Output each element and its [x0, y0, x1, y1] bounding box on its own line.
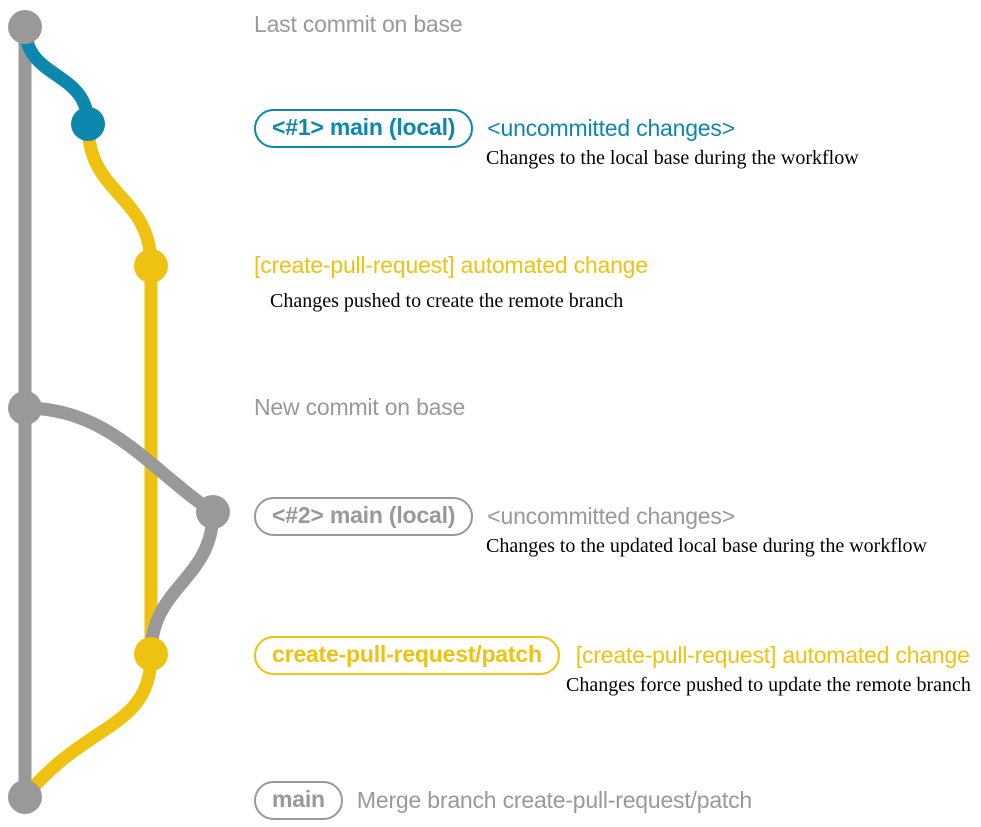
commit-description: Changes pushed to create the remote bran…	[270, 290, 624, 312]
edge-local-2-to-remote-2	[144, 505, 220, 661]
commit-headline: <#1> main (local) <uncommitted changes>	[254, 109, 735, 148]
ref-badge-main[interactable]: main	[254, 781, 343, 820]
commit-subject: [create-pull-request] automated change	[254, 252, 648, 278]
ref-badge-create-pull-request-patch[interactable]: create-pull-request/patch	[254, 636, 560, 675]
edge-base-to-local-1	[18, 20, 95, 131]
commit-description: Changes to the local base during the wor…	[486, 147, 859, 169]
commit-subject: <uncommitted changes>	[487, 115, 735, 141]
commit-headline: New commit on base	[254, 396, 465, 419]
commit-subject: [create-pull-request] automated change	[575, 642, 970, 668]
commit-subject: New commit on base	[254, 394, 466, 420]
edge-remote-2-to-merge	[18, 647, 158, 804]
ref-badge-main-local-1[interactable]: <#1> main (local)	[254, 109, 474, 148]
commit-description: Changes to the updated local base during…	[486, 535, 927, 557]
node-merge-commit[interactable]	[8, 780, 42, 814]
node-last-commit-on-base[interactable]	[8, 10, 42, 44]
commit-headline: main Merge branch create-pull-request/pa…	[254, 781, 752, 820]
commit-headline: Last commit on base	[254, 11, 463, 37]
commit-row-merge-commit: main Merge branch create-pull-request/pa…	[254, 781, 752, 820]
commit-row-automated-change-1: [create-pull-request] automated change	[254, 254, 648, 277]
commit-subject: Last commit on base	[254, 11, 463, 37]
node-local-uncommitted-2[interactable]	[196, 495, 230, 529]
edge-base-to-local-2	[18, 401, 220, 519]
commit-row-local-change-2: <#2> main (local) <uncommitted changes>	[254, 497, 735, 536]
ref-badge-main-local-2[interactable]: <#2> main (local)	[254, 497, 474, 536]
commit-subject: <uncommitted changes>	[487, 503, 735, 529]
commit-description: Changes force pushed to update the remot…	[566, 674, 971, 696]
node-automated-change-1[interactable]	[134, 249, 168, 283]
commit-row-automated-change-2: create-pull-request/patch [create-pull-r…	[254, 636, 970, 675]
edge-local-1-to-remote-1	[81, 117, 158, 273]
commit-row-last-commit-on-base: Last commit on base	[254, 11, 463, 37]
commit-row-new-commit-on-base: New commit on base	[254, 396, 465, 419]
commit-headline: <#2> main (local) <uncommitted changes>	[254, 497, 735, 536]
commit-subject: Merge branch create-pull-request/patch	[356, 787, 753, 813]
node-local-uncommitted-1[interactable]	[71, 107, 105, 141]
commit-row-local-change-1: <#1> main (local) <uncommitted changes>	[254, 109, 735, 148]
commit-headline: create-pull-request/patch [create-pull-r…	[254, 636, 970, 675]
node-automated-change-2[interactable]	[134, 637, 168, 671]
node-new-commit-on-base[interactable]	[8, 391, 42, 425]
commit-headline: [create-pull-request] automated change	[254, 254, 648, 277]
